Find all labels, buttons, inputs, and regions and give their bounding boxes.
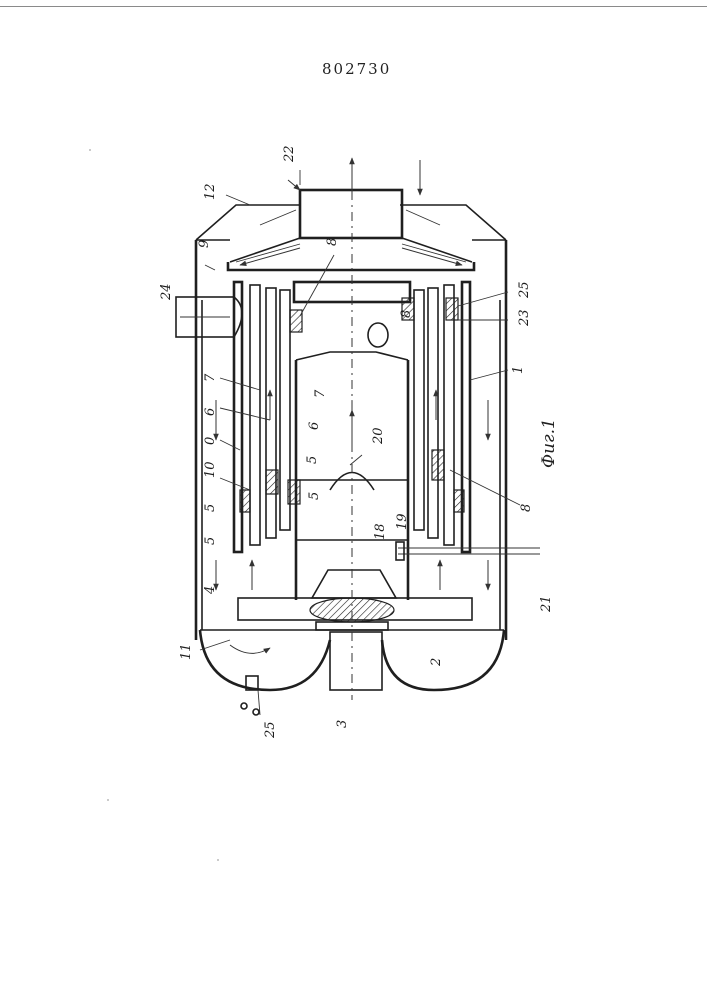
callout-7: 7 [203,373,218,382]
callout-5: 5 [305,456,320,464]
callout-5: 5 [307,492,322,500]
callout-25: 25 [517,281,532,299]
callout-18: 18 [373,523,388,540]
callout-19: 19 [395,513,410,530]
callout-9: 9 [197,240,212,248]
callout-4: 4 [203,586,218,595]
callout-23: 23 [517,309,532,327]
callout-10: 10 [203,461,218,478]
callout-3: 3 [335,720,350,728]
callout-8: 8 [325,238,340,246]
callout-25: 25 [263,721,278,739]
callout-2: 2 [429,658,444,667]
base-housing [200,630,504,715]
callout-21: 21 [539,595,554,613]
callout-6: 6 [307,422,322,430]
callout-24: 24 [159,283,174,301]
callout-11: 11 [179,643,194,660]
callout-8: 8 [399,310,414,318]
callout-7: 7 [313,389,328,398]
callout-20: 20 [371,427,386,445]
figure-caption: Фиг.1 [539,418,559,468]
callout-6: 6 [203,408,218,416]
side-nozzle [176,297,242,337]
callout-8: 8 [519,504,534,512]
callout-5: 5 [203,537,218,545]
callout-12: 12 [203,183,218,200]
callout-22: 22 [282,145,297,163]
callout-0: 0 [203,437,218,445]
flow-arrows [216,158,488,700]
scan-marks [89,149,219,861]
callout-1: 1 [511,366,526,374]
leader-lines [200,170,520,715]
heat-exchanger-left [234,282,302,552]
callout-5: 5 [203,504,218,512]
